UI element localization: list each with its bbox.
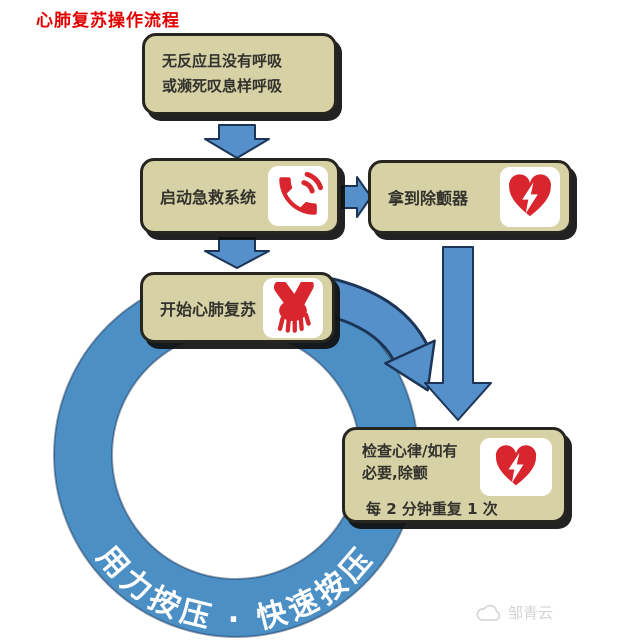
arrow-down-long <box>424 246 492 421</box>
aed-heart-icon <box>480 438 552 496</box>
activate-ems-label: 启动急救系统 <box>160 188 257 207</box>
check-rhythm-line3: 每 2 分钟重复 1 次 <box>366 500 498 518</box>
page-title: 心肺复苏操作流程 <box>36 11 180 31</box>
box-assess: 无反应且没有呼吸 或濒死叹息样呼吸 <box>142 33 337 115</box>
compression-hands-icon <box>263 277 323 338</box>
assess-line2: 或濒死叹息样呼吸 <box>162 77 283 95</box>
watermark: 邹青云 <box>476 602 553 623</box>
check-rhythm-line2: 必要,除颤 <box>362 464 428 482</box>
arrow-down-2 <box>204 237 270 269</box>
watermark-text: 邹青云 <box>508 604 554 622</box>
start-cpr-label: 开始心肺复苏 <box>160 299 257 319</box>
box-start-cpr: 开始心肺复苏 <box>140 272 335 343</box>
box-check-rhythm: 检查心律/如有 必要,除颤 每 2 分钟重复 1 次 <box>342 427 567 523</box>
check-rhythm-line1: 检查心律/如有 <box>362 442 458 460</box>
arrow-right <box>341 176 372 218</box>
aed-heart-icon <box>500 167 560 227</box>
phone-icon <box>268 166 328 226</box>
box-activate-ems: 启动急救系统 <box>140 158 340 234</box>
box-get-defibrillator: 拿到除颤器 <box>368 160 572 234</box>
assess-line1: 无反应且没有呼吸 <box>162 52 283 70</box>
cloud-icon <box>476 604 501 621</box>
arrow-down-1 <box>204 124 270 159</box>
get-defibrillator-label: 拿到除颤器 <box>388 189 469 208</box>
